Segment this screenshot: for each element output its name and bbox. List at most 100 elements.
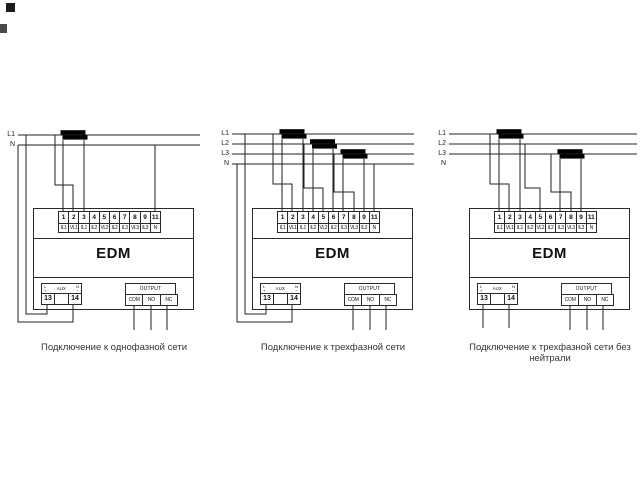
- scan-artifact: [0, 24, 7, 33]
- phase-line-label: L3: [438, 150, 446, 157]
- scan-artifact: [6, 3, 15, 12]
- wires-d1: [17, 135, 168, 330]
- power-lines-d1: [18, 134, 200, 146]
- terminal-label-cell: N: [368, 222, 380, 233]
- output-terminal-cell: COM: [125, 293, 144, 306]
- aux-neutral-symbol: N−: [512, 285, 515, 292]
- output-label: OUTPUT: [575, 286, 598, 292]
- aux-terminal-13: 13: [477, 292, 491, 305]
- power-lines-d3: [449, 133, 637, 155]
- phase-line-label: L1: [438, 130, 446, 137]
- aux-neutral-symbol: N−: [295, 285, 298, 292]
- output-terminal-cell: COM: [344, 293, 363, 306]
- aux-left-bottom: +: [263, 287, 266, 293]
- aux-line-symbol: L+: [480, 285, 482, 292]
- device-divider: [253, 238, 412, 239]
- aux-terminal-14: 14: [287, 292, 301, 305]
- aux-terminal-blank: [54, 292, 69, 305]
- output-terminal-cell: NC: [159, 293, 178, 306]
- power-lines-d2: [232, 133, 414, 165]
- aux-header: L+ AUX N−: [261, 284, 300, 293]
- aux-right-top: N: [512, 284, 515, 289]
- phase-line-label: L2: [438, 140, 446, 147]
- device-model-label: EDM: [315, 245, 350, 262]
- phase-line-label: L3: [221, 150, 229, 157]
- current-transformer-icons: [60, 129, 585, 159]
- aux-header: L+ AUX N−: [478, 284, 517, 293]
- aux-terminal-13: 13: [41, 292, 55, 305]
- output-label: OUTPUT: [139, 286, 162, 292]
- aux-line-symbol: L+: [44, 285, 46, 292]
- output-terminal-cell: COM: [561, 293, 580, 306]
- phase-line-label: N: [9, 141, 15, 148]
- aux-left-top: L: [44, 284, 47, 289]
- aux-terminal-13: 13: [260, 292, 274, 305]
- phase-line-label: L2: [221, 140, 229, 147]
- aux-label: AUX: [275, 286, 285, 291]
- aux-terminal-block: L+ AUX N− 13 14: [260, 283, 301, 305]
- device-model-label: EDM: [532, 245, 567, 262]
- device-box: EDM: [252, 208, 413, 310]
- terminal-label-cell: N: [585, 222, 597, 233]
- wires-d3: [482, 134, 604, 330]
- output-terminal-cell: NC: [378, 293, 397, 306]
- aux-left-top: L: [263, 284, 266, 289]
- output-label: OUTPUT: [358, 286, 381, 292]
- device-model-label: EDM: [96, 245, 131, 262]
- aux-right-bottom: −: [295, 287, 298, 293]
- aux-right-top: N: [76, 284, 79, 289]
- aux-terminal-14: 14: [504, 292, 518, 305]
- aux-header: L+ AUX N−: [42, 284, 81, 293]
- output-terminal-cell: NO: [142, 293, 161, 306]
- aux-cells: 13 14: [260, 292, 301, 305]
- aux-terminal-blank: [490, 292, 505, 305]
- aux-cells: 13 14: [477, 292, 518, 305]
- aux-cells: 13 14: [41, 292, 82, 305]
- aux-terminal-14: 14: [68, 292, 82, 305]
- device-divider: [253, 277, 412, 278]
- aux-line-symbol: L+: [263, 285, 265, 292]
- aux-right-top: N: [295, 284, 298, 289]
- phase-line-label: N: [223, 160, 229, 167]
- diagram-caption: Подключение к однофазной сети: [40, 342, 188, 353]
- output-terminal-cell: NO: [578, 293, 597, 306]
- aux-terminal-block: L+ AUX N− 13 14: [477, 283, 518, 305]
- device-box: EDM: [33, 208, 194, 310]
- aux-label: AUX: [56, 286, 66, 291]
- aux-left-bottom: +: [480, 287, 483, 293]
- terminal-label-cell: N: [149, 222, 161, 233]
- aux-terminal-blank: [273, 292, 288, 305]
- aux-label: AUX: [492, 286, 502, 291]
- device-box: EDM: [469, 208, 630, 310]
- aux-left-top: L: [480, 284, 483, 289]
- device-divider: [34, 277, 193, 278]
- output-terminal-cell: NC: [595, 293, 614, 306]
- diagram-caption: Подключение к трехфазной сети без нейтра…: [469, 342, 631, 364]
- phase-line-label: L1: [7, 131, 15, 138]
- device-divider: [470, 238, 629, 239]
- aux-neutral-symbol: N−: [76, 285, 79, 292]
- output-terminal-cell: NO: [361, 293, 380, 306]
- aux-right-bottom: −: [76, 287, 79, 293]
- device-divider: [34, 238, 193, 239]
- aux-left-bottom: +: [44, 287, 47, 293]
- device-divider: [470, 277, 629, 278]
- diagram-caption: Подключение к трехфазной сети: [260, 342, 406, 353]
- wires-d2: [236, 134, 387, 330]
- phase-line-label: L1: [221, 130, 229, 137]
